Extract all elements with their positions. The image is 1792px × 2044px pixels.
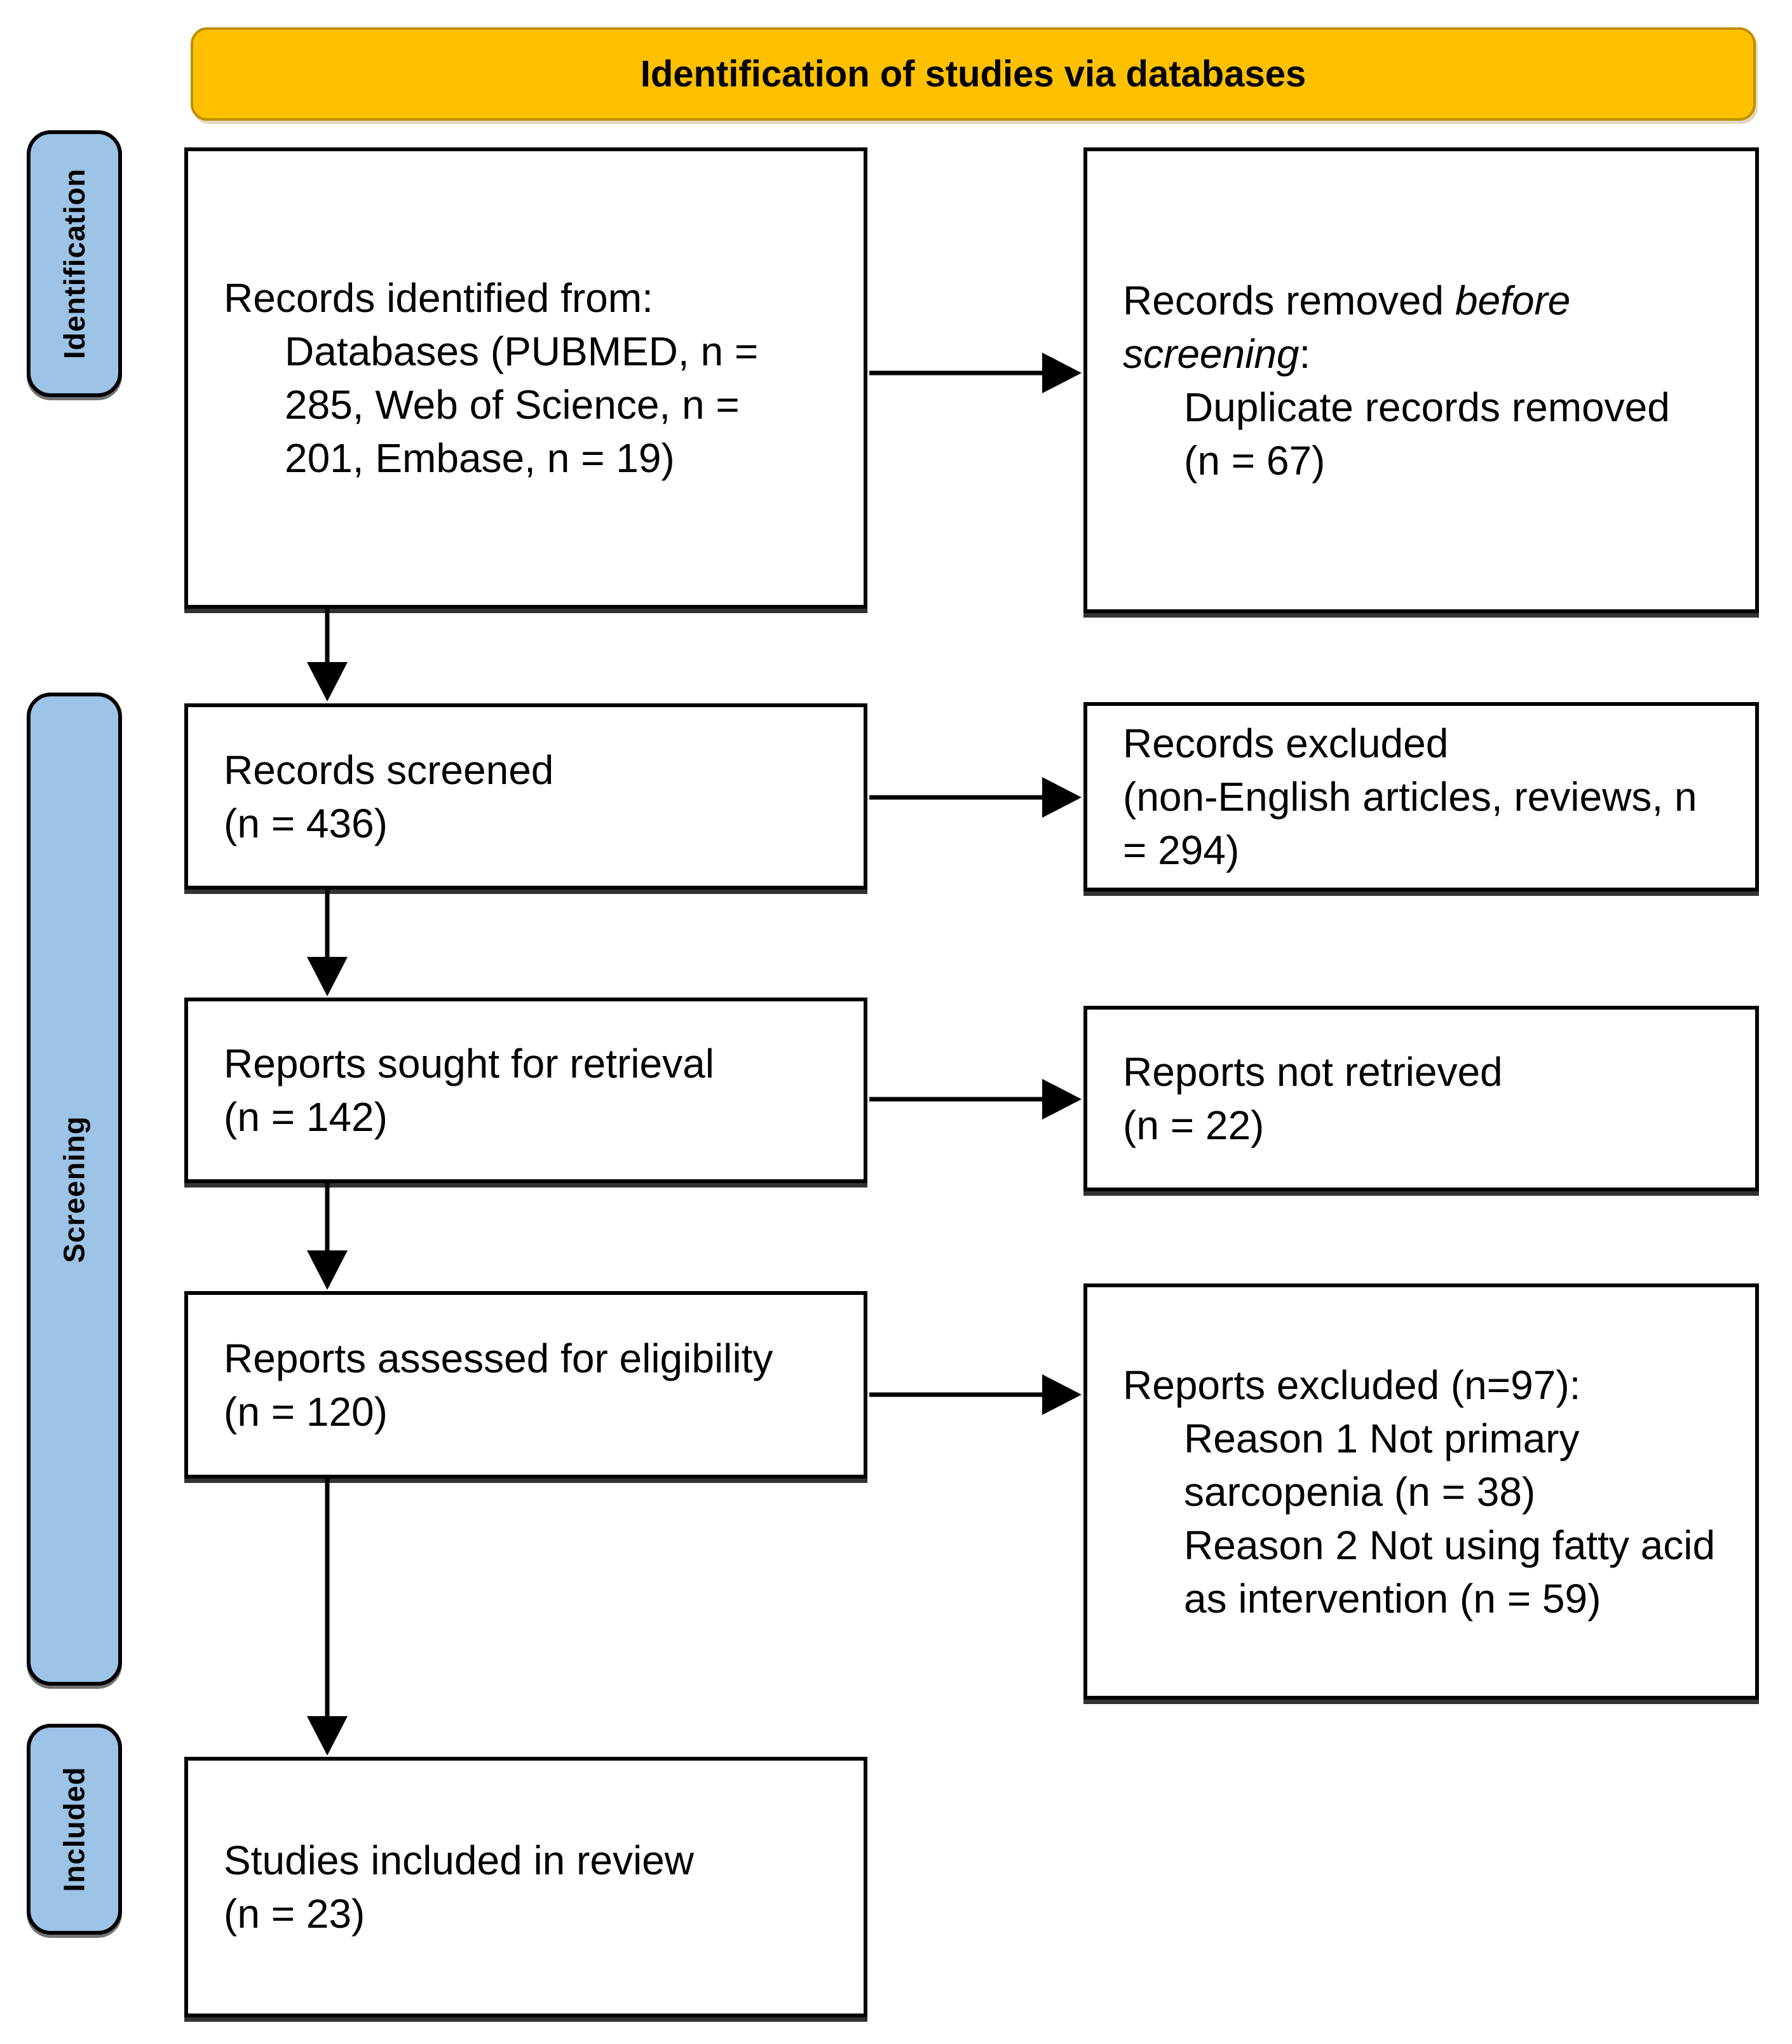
box-reports-not-retrieved: Reports not retrieved (n = 22) xyxy=(1083,1006,1759,1191)
stage-label-identification-text: Identification xyxy=(58,168,92,360)
box-records-identified: Records identified from: Databases (PUBME… xyxy=(184,147,867,609)
text-line: Studies included in review xyxy=(224,1838,694,1883)
text-line: screening: xyxy=(1123,330,1311,377)
text-line: Databases (PUBMED, n = xyxy=(285,328,759,374)
text-line: (n = 22) xyxy=(1123,1102,1265,1148)
arrow-screened-to-sought xyxy=(307,890,348,996)
banner-title-label: Identification of studies via databases xyxy=(640,53,1307,95)
text-line: Records excluded xyxy=(1123,721,1449,766)
box-records-screened: Records screened (n = 436) xyxy=(184,703,867,890)
text-line: (n = 67) xyxy=(1184,437,1326,484)
text-line: (n = 142) xyxy=(224,1094,388,1140)
stage-label-included: Included xyxy=(27,1724,122,1935)
box-reports-excluded: Reports excluded (n=97): Reason 1 Not pri… xyxy=(1083,1283,1759,1700)
arrow-sought-to-not-retrieved xyxy=(869,1079,1082,1120)
text-line: (non-English articles, reviews, n xyxy=(1123,774,1697,820)
arrow-screened-to-excluded xyxy=(869,777,1082,818)
box-reports-sought-for-retrieval: Reports sought for retrieval (n = 142) xyxy=(184,998,867,1183)
text-line: Records removed before xyxy=(1123,277,1571,323)
text-line: Reports not retrieved xyxy=(1123,1049,1503,1095)
text-line: as intervention (n = 59) xyxy=(1184,1575,1601,1621)
box-studies-included-in-review: Studies included in review (n = 23) xyxy=(184,1757,867,2017)
text-line: Reason 2 Not using fatty acid xyxy=(1184,1522,1716,1568)
text-line: Reports assessed for eligibility xyxy=(224,1335,773,1381)
stage-label-screening: Screening xyxy=(27,693,122,1686)
text-line: Duplicate records removed xyxy=(1184,384,1670,430)
box-reports-assessed-for-eligibility: Reports assessed for eligibility (n = 120… xyxy=(184,1291,867,1479)
text-line: 285, Web of Science, n = xyxy=(285,382,740,428)
arrow-identified-to-removed xyxy=(869,353,1082,393)
text-line: Reports excluded (n=97): xyxy=(1123,1362,1581,1408)
arrow-assessed-to-included xyxy=(307,1479,348,1756)
text-line: Records screened xyxy=(224,747,554,793)
text-line: (n = 120) xyxy=(224,1388,388,1435)
arrow-sought-to-assessed xyxy=(307,1183,348,1290)
text-line: Reason 1 Not primary xyxy=(1184,1415,1580,1461)
text-line: sarcopenia (n = 38) xyxy=(1184,1468,1536,1515)
stage-label-identification: Identification xyxy=(27,130,122,397)
text-line: = 294) xyxy=(1123,827,1240,873)
stage-label-included-text: Included xyxy=(58,1766,91,1892)
banner-title: Identification of studies via databases xyxy=(191,27,1756,121)
text-line: (n = 23) xyxy=(224,1891,365,1937)
box-records-removed-before-screening: Records removed before screening: Duplicat… xyxy=(1083,147,1759,613)
text-line: Records identified from: xyxy=(224,275,653,321)
stage-label-screening-text: Screening xyxy=(58,1115,92,1263)
arrow-assessed-to-reports-excluded xyxy=(869,1374,1082,1415)
box-records-excluded: Records excluded (non-English articles, r… xyxy=(1083,702,1759,891)
arrow-identified-to-screened xyxy=(307,609,348,701)
text-line: 201, Embase, n = 19) xyxy=(285,435,675,481)
text-line: (n = 436) xyxy=(224,800,388,846)
text-line: Reports sought for retrieval xyxy=(224,1041,714,1086)
